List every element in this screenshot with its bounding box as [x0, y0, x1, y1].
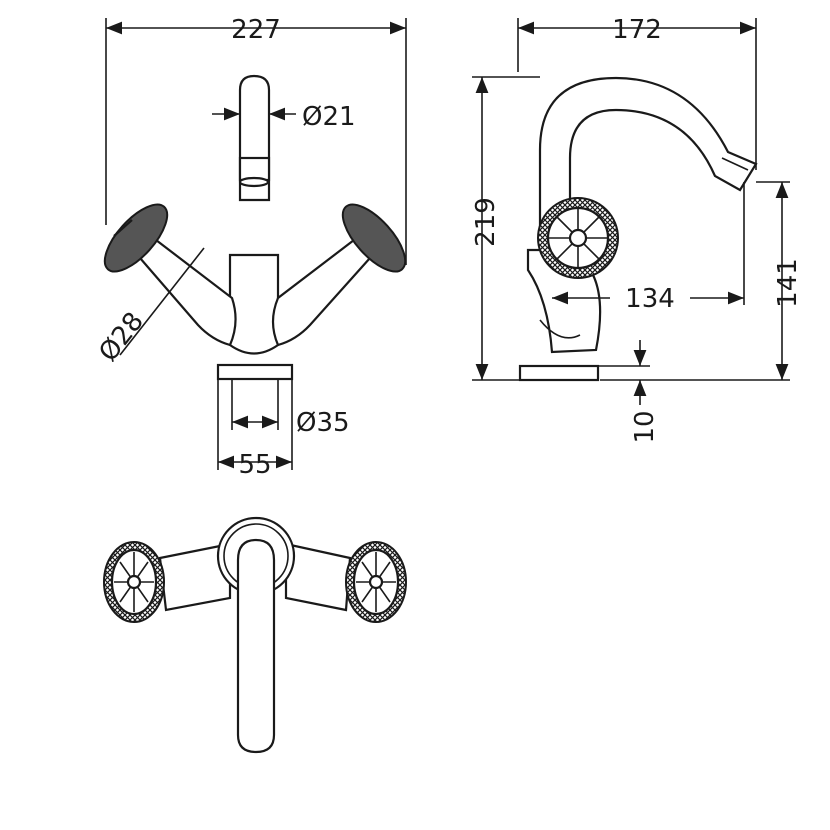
front-view [103, 18, 407, 470]
dim-outlet-diameter: Ø21 [302, 102, 356, 132]
dim-handle-diameter: Ø28 [93, 307, 150, 368]
dim-overall-width: 227 [231, 15, 281, 45]
top-view [103, 516, 407, 754]
side-view [472, 18, 790, 405]
dim-depth: 172 [612, 15, 662, 45]
dim-base-diameter: Ø35 [296, 408, 350, 438]
dim-spout-height: 141 [773, 258, 803, 308]
dim-base-width: 55 [238, 450, 271, 480]
dim-spout-reach: 134 [625, 284, 675, 314]
dim-base-thickness: 10 [630, 410, 660, 443]
dim-height: 219 [471, 197, 501, 247]
